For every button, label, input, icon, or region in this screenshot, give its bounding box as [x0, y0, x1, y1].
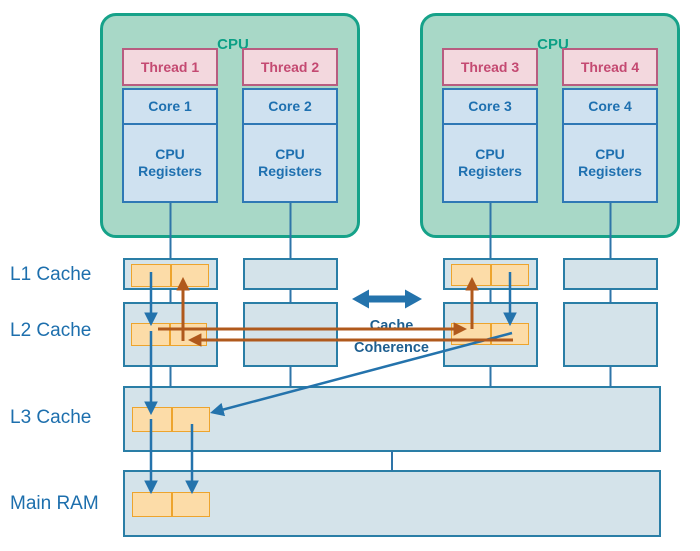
- cpu-registers-box-core1: CPU Registers: [122, 123, 218, 203]
- label-l2-cache: L2 Cache: [10, 320, 92, 341]
- core-1-box: Core 1: [122, 88, 218, 125]
- thread-3-box: Thread 3: [442, 48, 538, 86]
- l2-cache-box-core2: [243, 302, 338, 367]
- cpu-registers-box-core4: CPU Registers: [562, 123, 658, 203]
- cache-lines-l1-core3: [451, 264, 529, 286]
- core-4-box: Core 4: [562, 88, 658, 125]
- cache-lines-l2-core3: [451, 323, 529, 345]
- thread-4-box: Thread 4: [562, 48, 658, 86]
- cache-coherence-label-line1: Cache: [369, 318, 414, 334]
- thread-1-box: Thread 1: [122, 48, 218, 86]
- cache-line-divider: [490, 265, 492, 285]
- label-l3-cache: L3 Cache: [10, 407, 92, 428]
- cache-line-divider: [490, 324, 492, 344]
- cpu-1-title: CPU: [217, 36, 249, 53]
- l1-cache-box-core4: [563, 258, 658, 290]
- cpu-registers-box-core2: CPU Registers: [242, 123, 338, 203]
- cache-line-divider: [170, 265, 172, 286]
- thread-2-box: Thread 2: [242, 48, 338, 86]
- label-l1-cache: L1 Cache: [10, 264, 92, 285]
- core-3-box: Core 3: [442, 88, 538, 125]
- label-main-ram: Main RAM: [10, 493, 99, 514]
- bidirectional-arrow-icon: [352, 289, 422, 309]
- cpu-registers-box-core3: CPU Registers: [442, 123, 538, 203]
- main-ram-box: [123, 470, 661, 537]
- cpu-2-title: CPU: [537, 36, 569, 53]
- l1-cache-box-core2: [243, 258, 338, 290]
- cache-lines-ram: [132, 492, 210, 517]
- cache-coherence-label-line2: Coherence: [354, 340, 429, 356]
- cache-line-divider: [171, 493, 173, 516]
- cache-lines-l3: [132, 407, 210, 432]
- cache-coherence-label: Cache Coherence: [325, 315, 458, 359]
- l2-cache-box-core4: [563, 302, 658, 367]
- cache-lines-l1-core1: [131, 264, 209, 287]
- cache-line-divider: [169, 324, 171, 345]
- cache-line-divider: [171, 408, 173, 431]
- core-2-box: Core 2: [242, 88, 338, 125]
- cache-lines-l2-core1: [131, 323, 207, 346]
